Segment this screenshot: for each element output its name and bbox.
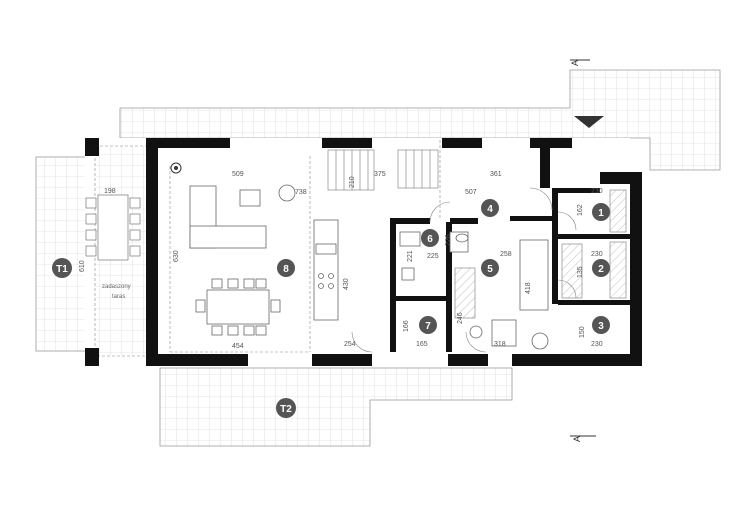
svg-text:6: 6 — [427, 234, 433, 245]
svg-text:230: 230 — [591, 188, 603, 195]
exterior-walls — [85, 138, 642, 366]
terrace-table — [85, 194, 141, 261]
dashed-guides — [169, 140, 441, 353]
svg-text:166: 166 — [403, 320, 410, 332]
svg-text:254: 254 — [344, 341, 356, 348]
svg-text:taras: taras — [112, 294, 125, 300]
svg-text:454: 454 — [232, 343, 244, 350]
svg-text:T2: T2 — [280, 404, 292, 415]
svg-text:246: 246 — [457, 312, 464, 324]
interior-walls — [390, 188, 630, 352]
svg-text:4: 4 — [487, 204, 493, 215]
room-badge-8: 8 — [277, 259, 295, 277]
svg-text:221: 221 — [407, 250, 414, 262]
svg-text:165: 165 — [416, 341, 428, 348]
svg-text:T1: T1 — [56, 264, 68, 275]
svg-text:738: 738 — [295, 189, 307, 196]
svg-text:430: 430 — [343, 278, 350, 290]
svg-text:135: 135 — [577, 266, 584, 278]
svg-text:258: 258 — [500, 251, 512, 258]
staircase — [327, 149, 439, 191]
sofa — [189, 184, 296, 249]
svg-text:2: 2 — [598, 264, 604, 275]
svg-text:A: A — [570, 60, 580, 66]
svg-text:509: 509 — [232, 171, 244, 178]
dimension-labels: 198 610 509 738 630 454 430 254 375 507 … — [79, 171, 603, 350]
svg-text:5: 5 — [487, 264, 493, 275]
svg-text:507: 507 — [465, 189, 477, 196]
svg-text:230: 230 — [591, 251, 603, 258]
svg-text:1: 1 — [598, 208, 604, 219]
room-badge-2: 2 — [592, 259, 610, 277]
fireplace-icon — [170, 162, 182, 174]
terrace-badge-t1: T1 — [52, 258, 72, 278]
svg-text:610: 610 — [79, 260, 86, 272]
room-badge-1: 1 — [592, 203, 610, 221]
svg-text:3: 3 — [598, 321, 604, 332]
bedroom-furniture — [469, 239, 549, 350]
room-badge-3: 3 — [592, 316, 610, 334]
svg-text:162: 162 — [577, 204, 584, 216]
svg-text:7: 7 — [425, 321, 431, 332]
svg-text:198: 198 — [104, 188, 116, 195]
svg-text:361: 361 — [490, 171, 502, 178]
svg-text:226: 226 — [445, 234, 452, 246]
wardrobes — [454, 189, 627, 319]
svg-text:418: 418 — [525, 282, 532, 294]
kitchen-island — [313, 219, 339, 321]
room-badge-4: 4 — [481, 199, 499, 217]
svg-text:630: 630 — [173, 250, 180, 262]
svg-text:375: 375 — [374, 171, 386, 178]
bathroom-fixtures — [399, 231, 469, 281]
terrace-badge-t2: T2 — [276, 398, 296, 418]
terrace-t2 — [159, 367, 513, 447]
room-badge-7: 7 — [419, 316, 437, 334]
svg-text:A: A — [572, 436, 582, 442]
svg-text:150: 150 — [579, 326, 586, 338]
svg-text:zadaszony: zadaszony — [102, 284, 131, 290]
svg-text:318: 318 — [494, 341, 506, 348]
section-marker-top: A — [570, 59, 604, 128]
svg-text:230: 230 — [591, 341, 603, 348]
svg-text:225: 225 — [427, 253, 439, 260]
covered-terrace-label: zadaszony taras — [102, 284, 131, 300]
svg-text:210: 210 — [349, 176, 356, 188]
room-badge-6: 6 — [421, 229, 439, 247]
svg-text:8: 8 — [283, 264, 289, 275]
door-swings — [351, 187, 577, 353]
section-marker-bottom: A — [570, 435, 596, 442]
room-badge-5: 5 — [481, 259, 499, 277]
dining-table — [195, 278, 281, 336]
